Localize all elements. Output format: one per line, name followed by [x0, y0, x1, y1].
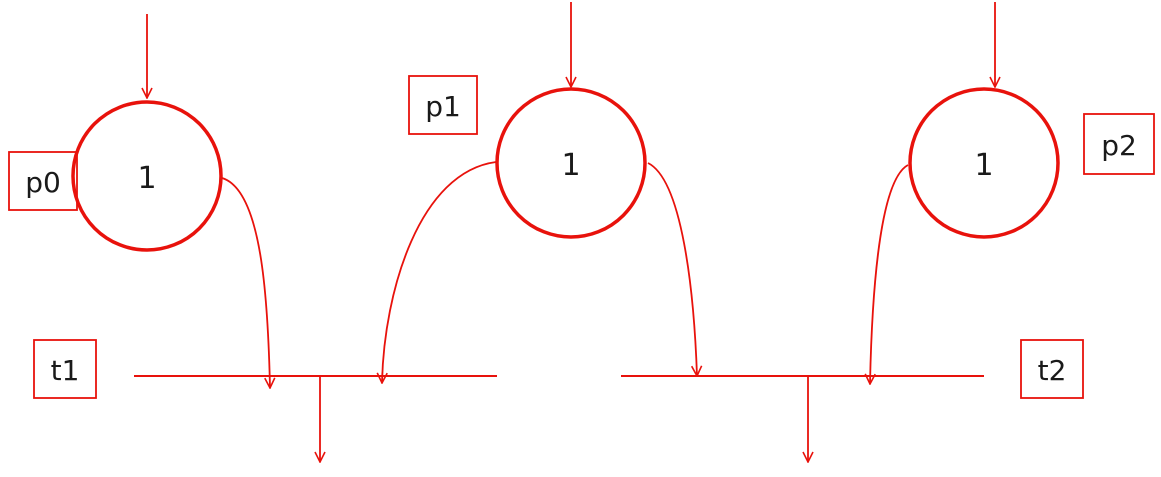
transition-label-t2: t2	[1038, 354, 1067, 387]
transition-label-box-t2	[1020, 339, 1084, 399]
transition-t1[interactable]: t1	[33, 339, 497, 462]
place-label-p0: p0	[25, 166, 61, 199]
transition-t2[interactable]: t2	[621, 339, 1084, 462]
token-count-p0: 1	[137, 161, 156, 196]
arc-p2-to-t2	[870, 164, 909, 384]
token-count-p1: 1	[561, 148, 580, 183]
place-p0[interactable]: p0 1	[8, 14, 223, 252]
place-p2[interactable]: 1 p2	[908, 2, 1155, 239]
arc-p1-to-t1	[382, 161, 497, 383]
token-count-p2: 1	[974, 148, 993, 183]
arc-p1-to-t2	[647, 162, 697, 376]
place-label-p2: p2	[1101, 129, 1137, 162]
transition-label-t1: t1	[51, 354, 80, 387]
place-label-box-p0	[8, 151, 78, 211]
place-circle-p0	[71, 100, 223, 252]
arc-p0-to-t1	[221, 177, 270, 388]
transition-label-box-t1	[33, 339, 97, 399]
place-label-box-p2	[1083, 113, 1155, 175]
place-p1[interactable]: p1 1	[408, 2, 647, 239]
place-circle-p1	[495, 87, 647, 239]
place-label-box-p1	[408, 75, 478, 135]
place-label-p1: p1	[425, 90, 461, 123]
place-circle-p2	[908, 87, 1060, 239]
